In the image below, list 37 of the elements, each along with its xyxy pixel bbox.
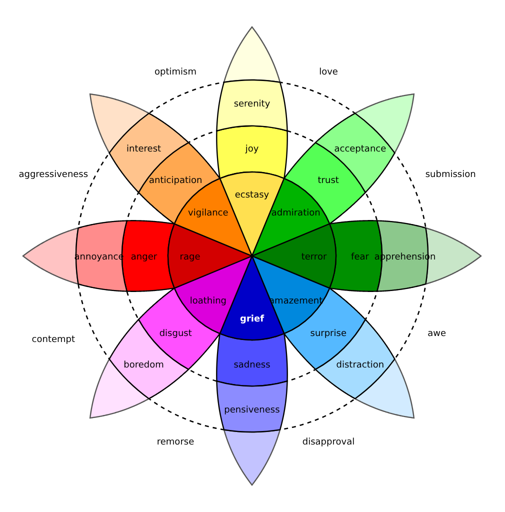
emotion-label: pensiveness: [224, 406, 280, 416]
petal-tip: [223, 26, 281, 83]
dyad-label: contempt: [32, 334, 76, 345]
emotion-label: fear: [351, 252, 369, 262]
emotion-label: acceptance: [334, 144, 386, 154]
emotion-label: interest: [126, 144, 162, 154]
emotion-label: loathing: [190, 296, 226, 306]
emotion-label: rage: [180, 252, 200, 262]
emotion-label: grief: [240, 314, 264, 324]
emotion-label: anticipation: [149, 176, 202, 186]
dyad-label: awe: [428, 329, 446, 339]
emotion-label: disgust: [159, 328, 192, 339]
emotion-segment: [74, 220, 128, 292]
emotion-label: anger: [130, 252, 158, 262]
emotion-label: ecstasy: [234, 190, 270, 200]
emotion-label: trust: [318, 176, 339, 186]
dyad-label: optimism: [154, 68, 196, 78]
emotion-label: sadness: [234, 360, 270, 370]
emotion-label: distraction: [336, 360, 384, 371]
emotion-label: boredom: [124, 360, 164, 371]
emotion-label: vigilance: [188, 208, 228, 219]
dyad-label: remorse: [156, 437, 194, 448]
emotion-segment: [314, 112, 396, 194]
emotion-segment: [216, 380, 288, 433]
dyad-label: love: [319, 68, 338, 78]
dyad-label: submission: [425, 170, 476, 180]
emotion-segment: [168, 223, 253, 289]
emotion-label: surprise: [310, 328, 346, 339]
dyad-label: aggressiveness: [18, 170, 88, 180]
petal-tip: [223, 429, 281, 486]
dyad-label: disapproval: [302, 437, 355, 448]
emotion-segment: [216, 79, 288, 132]
emotion-label: serenity: [234, 100, 270, 110]
emotion-segment: [251, 223, 336, 289]
emotion-label: terror: [301, 252, 327, 262]
emotion-label: admiration: [271, 208, 320, 219]
emotion-segment: [374, 220, 436, 292]
